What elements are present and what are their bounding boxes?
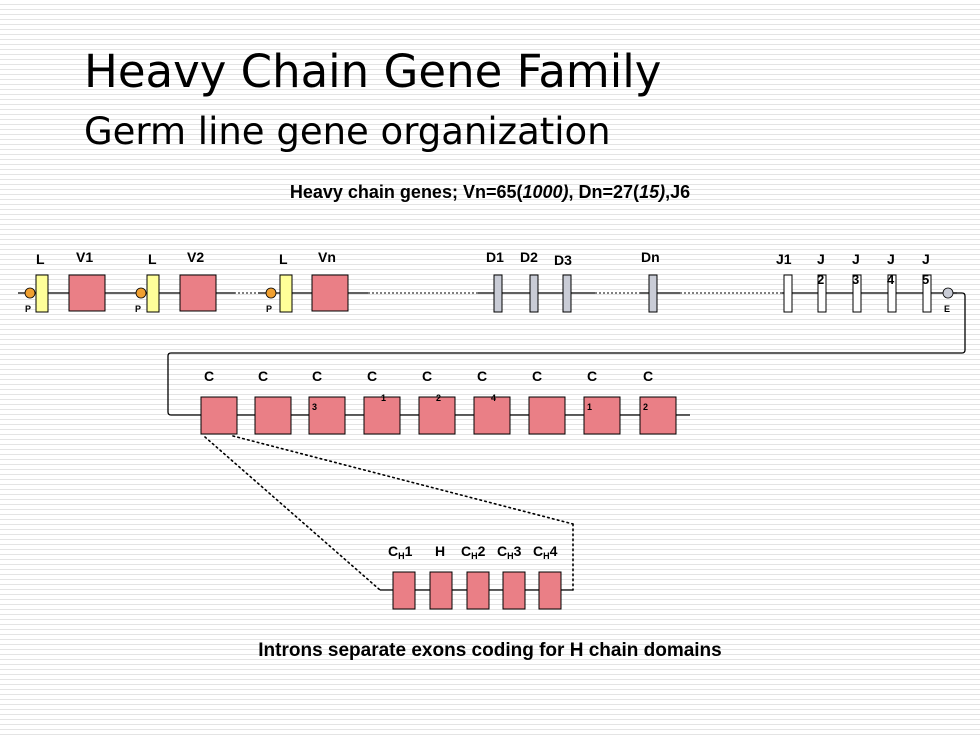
v-label-2: V2 bbox=[187, 249, 204, 265]
j-segment bbox=[887, 274, 897, 313]
c-label: C bbox=[312, 368, 322, 384]
c-label: C bbox=[367, 368, 377, 384]
enhancer-marker bbox=[942, 287, 954, 299]
c-subscript: 3 bbox=[312, 402, 317, 412]
j-subscript: 5 bbox=[922, 272, 929, 287]
c-exon bbox=[639, 396, 677, 435]
gene-count-caption: Heavy chain genes; Vn=65(1000), Dn=27(15… bbox=[0, 182, 980, 203]
c-exon bbox=[363, 396, 401, 435]
dna-connector bbox=[167, 292, 966, 416]
c-exon bbox=[254, 396, 292, 435]
d-label-1: D1 bbox=[486, 249, 504, 265]
caption-suffix: ,J6 bbox=[665, 182, 691, 202]
leader-label: L bbox=[148, 251, 157, 267]
c-label: C bbox=[477, 368, 487, 384]
d-segment bbox=[529, 274, 539, 313]
c-region: C C C C C C C C C 3 1 2 4 1 2 bbox=[200, 368, 677, 435]
promoter-label: P bbox=[25, 304, 31, 314]
d-segment bbox=[493, 274, 503, 313]
c-subscript: 2 bbox=[436, 393, 441, 403]
promoter-label: P bbox=[266, 304, 272, 314]
c-label: C bbox=[422, 368, 432, 384]
d-label-n: Dn bbox=[641, 249, 660, 265]
c-exon bbox=[473, 396, 511, 435]
caption-dn-count: 15) bbox=[639, 182, 666, 202]
slide-subtitle: Germ line gene organization bbox=[84, 110, 611, 153]
c-label: C bbox=[532, 368, 542, 384]
caption-prefix: Heavy chain genes; Vn=65( bbox=[289, 182, 523, 202]
leader-label: L bbox=[279, 251, 288, 267]
c-exon bbox=[583, 396, 621, 435]
v-label-n: Vn bbox=[318, 249, 336, 265]
zoom-guide bbox=[232, 435, 574, 525]
j-label-1: J1 bbox=[776, 251, 792, 267]
c-label: C bbox=[587, 368, 597, 384]
domain-exon bbox=[392, 571, 416, 610]
slide-title: Heavy Chain Gene Family bbox=[84, 45, 662, 98]
c-exon bbox=[528, 396, 566, 435]
v-exon bbox=[311, 274, 349, 312]
c-label: C bbox=[204, 368, 214, 384]
j-region: J1 J J J J 2 3 4 5 E bbox=[776, 251, 957, 314]
d-region: D1 D2 D3 Dn bbox=[368, 249, 782, 313]
j-label: J bbox=[817, 251, 825, 267]
leader-label: L bbox=[36, 251, 45, 267]
c-subscript: 2 bbox=[643, 402, 648, 412]
domain-exons: CH1 H CH2 CH3 CH4 bbox=[380, 543, 573, 610]
c-subscript: 1 bbox=[587, 402, 592, 412]
d-label-3: D3 bbox=[554, 252, 572, 268]
v-exon bbox=[68, 274, 106, 312]
v-region: L L L V1 V2 Vn P P P bbox=[18, 249, 368, 314]
c-exon bbox=[418, 396, 456, 435]
j-segment bbox=[852, 274, 862, 313]
c-subscript: 4 bbox=[491, 393, 496, 403]
leader-exon bbox=[35, 274, 49, 313]
c-label: C bbox=[643, 368, 653, 384]
leader-exon bbox=[279, 274, 293, 313]
v-exon bbox=[179, 274, 217, 312]
domain-label-hinge: H bbox=[435, 543, 445, 559]
promoter-label: P bbox=[135, 304, 141, 314]
domain-exon bbox=[466, 571, 490, 610]
j-subscript: 4 bbox=[887, 272, 895, 287]
domain-label-ch3: CH3 bbox=[497, 543, 522, 561]
domain-label-ch4: CH4 bbox=[533, 543, 558, 561]
domain-exon bbox=[538, 571, 562, 610]
c-exon bbox=[308, 396, 346, 435]
j-label: J bbox=[922, 251, 930, 267]
j-label: J bbox=[887, 251, 895, 267]
domain-label-ch1: CH1 bbox=[388, 543, 413, 561]
enhancer-label: E bbox=[944, 304, 950, 314]
promoter-marker bbox=[265, 287, 277, 299]
caption-middle: , Dn=27( bbox=[568, 182, 640, 202]
intron-caption: Introns separate exons coding for H chai… bbox=[258, 640, 722, 661]
zoom-guide bbox=[204, 436, 381, 591]
c-subscript: 1 bbox=[381, 393, 386, 403]
j-label: J bbox=[852, 251, 860, 267]
j-subscript: 3 bbox=[852, 272, 859, 287]
domain-exon bbox=[429, 571, 453, 610]
j-segment bbox=[783, 274, 793, 313]
d-segment bbox=[562, 274, 572, 313]
promoter-marker bbox=[135, 287, 147, 299]
domain-exon bbox=[502, 571, 526, 610]
c-label: C bbox=[258, 368, 268, 384]
d-label-2: D2 bbox=[520, 249, 538, 265]
d-segment bbox=[648, 274, 658, 313]
j-subscript: 2 bbox=[817, 272, 824, 287]
j-segment bbox=[817, 274, 827, 313]
domain-label-ch2: CH2 bbox=[461, 543, 486, 561]
c-exon bbox=[200, 396, 238, 435]
caption-vn-count: 1000) bbox=[522, 182, 569, 202]
leader-exon bbox=[146, 274, 160, 313]
promoter-marker bbox=[24, 287, 36, 299]
j-segment bbox=[922, 274, 932, 313]
v-label-1: V1 bbox=[76, 249, 93, 265]
